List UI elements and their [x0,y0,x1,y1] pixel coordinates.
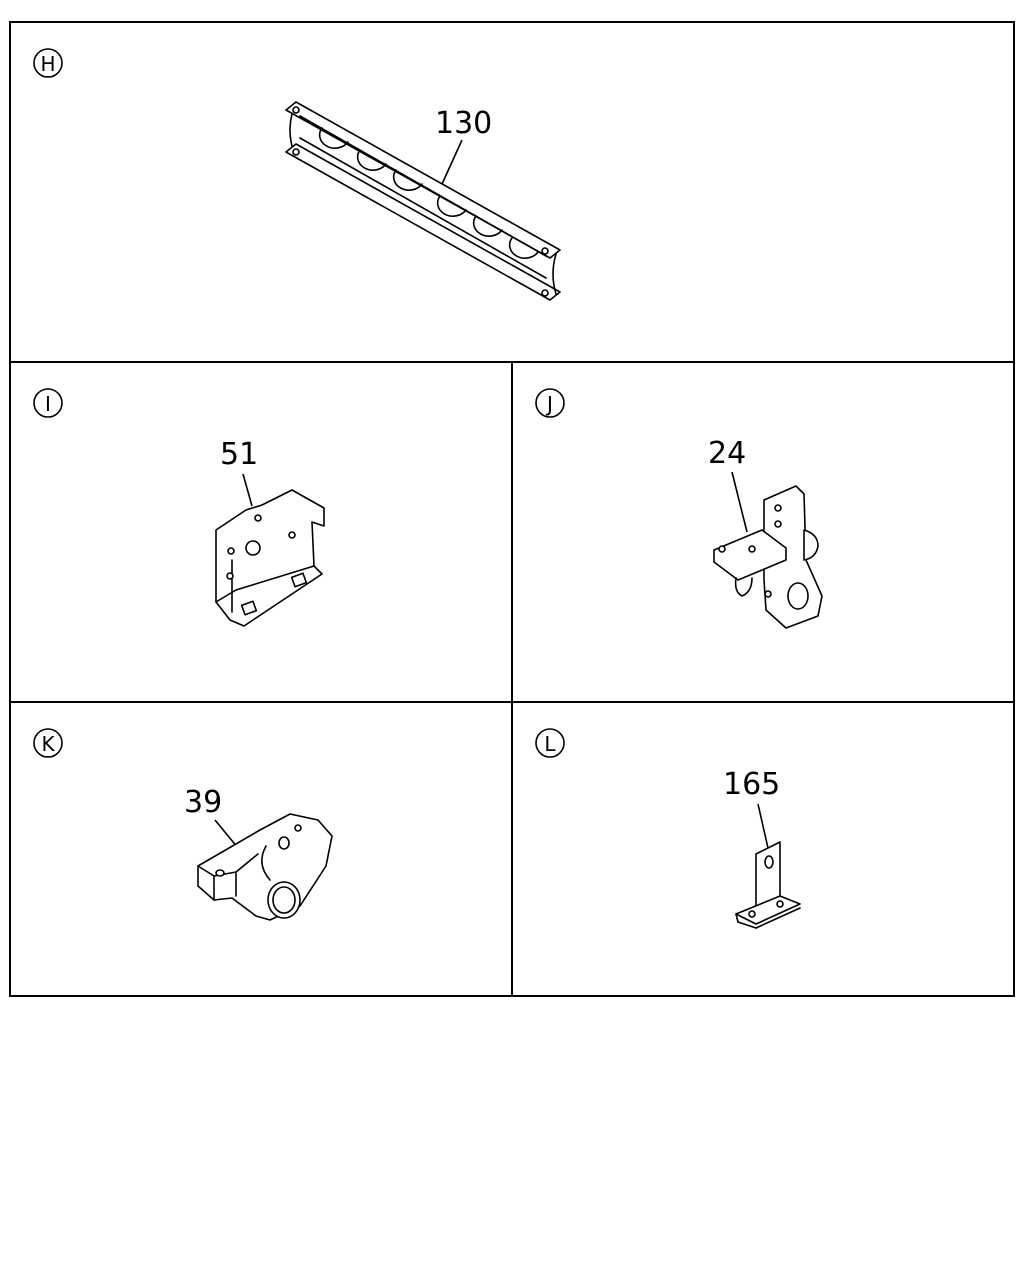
panel-i: I 51 [9,361,513,703]
panel-j-badge: J [535,388,565,418]
panel-l: L 165 [511,701,1015,997]
callout-24: 24 [708,436,746,471]
panel-k-badge: K [33,728,63,758]
panel-i-letter: I [45,392,51,416]
panel-j: J 24 [511,361,1015,703]
panel-h-letter: H [40,52,55,76]
panel-k-letter: K [41,732,55,756]
panel-k: K 39 [9,701,513,997]
callout-130: 130 [435,106,492,141]
callout-51: 51 [220,437,258,472]
panel-h-border [9,21,1015,363]
panel-j-letter: J [545,392,553,416]
part-130-rail [285,101,561,301]
leader-24 [731,471,748,533]
part-24-bracket [713,485,823,629]
panel-h-badge: H [33,48,63,78]
part-51-bracket [215,489,325,627]
leader-51 [242,473,253,507]
leader-39 [214,819,239,849]
panel-h: H 130 [9,21,1015,363]
panel-i-badge: I [33,388,63,418]
leader-165 [757,803,769,849]
callout-165: 165 [723,767,780,802]
callout-39: 39 [184,785,222,820]
leader-130 [441,139,463,185]
panel-l-border [511,701,1015,997]
panel-l-badge: L [535,728,565,758]
part-39-mount [197,813,333,921]
part-165-angle-bracket [735,841,801,929]
panel-l-letter: L [544,732,556,756]
